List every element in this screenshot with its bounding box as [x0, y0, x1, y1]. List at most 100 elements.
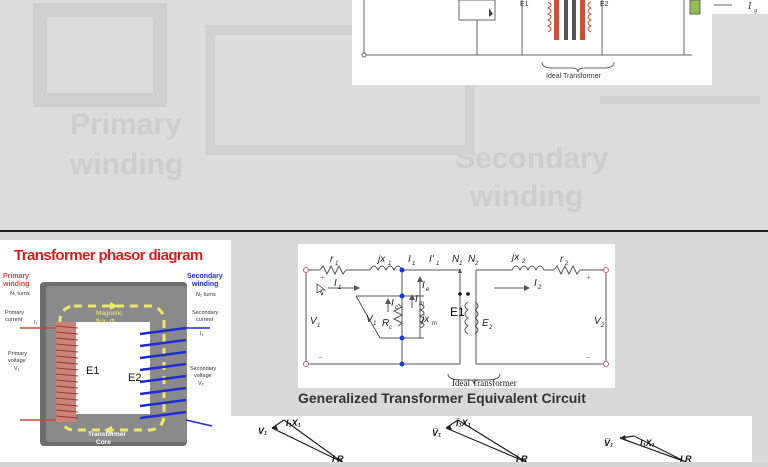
- primary-voltage-symbol: V₁: [14, 366, 20, 372]
- top-load-resistor: [689, 0, 701, 15]
- circuit-ideal-label: Ideal Transformer: [452, 378, 517, 388]
- svg-text:+: +: [320, 273, 325, 282]
- i2-sub: 2: [537, 285, 542, 291]
- phasor-diagram-svg: Transformer phasor diagram Magnetic flux…: [2, 247, 223, 446]
- im-sub: m: [419, 301, 424, 307]
- vector-v1-b: V̅₁: [432, 428, 441, 438]
- r2-sub: 2: [564, 261, 569, 267]
- vector-ix-a: I₁X₁: [286, 418, 301, 428]
- n2-sub: 2: [474, 261, 479, 267]
- rc-label: R: [382, 318, 389, 329]
- primary-turns-label: N₁ turns: [10, 291, 30, 297]
- top-core-coils: [546, 0, 593, 40]
- i1p-sub: 1: [436, 261, 439, 267]
- top-ig-sub: g: [754, 8, 757, 14]
- primary-winding-turns: [55, 325, 79, 419]
- rc-sub: c: [389, 325, 392, 331]
- top-current-label-box: I g: [712, 0, 768, 14]
- secondary-winding-label: winding: [191, 281, 218, 288]
- core-label: Transformer: [88, 431, 126, 438]
- vector-v1-c: V̅₁: [604, 438, 613, 448]
- svg-text:−: −: [318, 353, 323, 362]
- vector-ir-b: I R: [516, 454, 528, 462]
- jx2-label: jx: [510, 252, 520, 263]
- jx2-sub: 2: [521, 259, 526, 265]
- im-label: I: [415, 294, 418, 305]
- ic-label: I: [391, 298, 394, 309]
- primary-current-label: current: [5, 317, 23, 323]
- ghost-label: winding: [70, 148, 184, 181]
- ie-label: I: [422, 280, 425, 291]
- i2-label: I: [534, 278, 537, 289]
- phasor-e1-label: E1: [86, 365, 99, 377]
- jx2-inductor: [511, 265, 545, 272]
- secondary-winding: [139, 326, 187, 420]
- jx1-inductor: [369, 265, 403, 272]
- vector-diagrams-svg: V₁ I₁X₁ V̅₁ I̅₁X₁ V̅₁ I₁X₁ I R I R I R: [258, 418, 692, 464]
- i1-label: I: [408, 254, 411, 265]
- jxm-label: jx: [420, 314, 430, 325]
- i1-arrow-sub: 1: [338, 285, 341, 291]
- primary-current-label: Primary: [5, 310, 24, 316]
- secondary-voltage-label: Secondary: [190, 366, 217, 372]
- secondary-current-label: current: [196, 317, 214, 323]
- n1-label: N: [452, 254, 460, 265]
- primary-winding-label: Primary: [3, 273, 29, 280]
- primary-winding-label: winding: [2, 281, 29, 288]
- flux-label: flux, Φ: [96, 318, 115, 325]
- n1-sub: 1: [459, 261, 462, 267]
- top-ideal-label: Ideal Transformer: [546, 73, 602, 80]
- top-e1-label: E1: [520, 1, 529, 8]
- core-label: Core: [96, 439, 111, 446]
- top-e2-label: E2: [600, 1, 609, 8]
- i1-sub: 1: [412, 261, 415, 267]
- secondary-current-symbol: I₂: [200, 331, 204, 337]
- phasor-diagram-image: Transformer phasor diagram Magnetic flux…: [0, 240, 231, 462]
- top-circuit-svg: E1 E2 Ideal Transformer: [361, 0, 701, 80]
- circuit-e1-label: E1: [450, 305, 465, 319]
- jxm-sub: m: [432, 321, 437, 327]
- equivalent-circuit-image: + − + − r 1 jx 1 I 1 I' 1 N 1 N 2 jx 2 r…: [298, 244, 615, 388]
- v2-sub: 2: [600, 323, 605, 329]
- core-window: [76, 322, 150, 414]
- r2-label: r: [560, 254, 564, 265]
- top-ig-label: I: [747, 1, 752, 12]
- vector-ir-c: I R: [680, 454, 692, 462]
- ghost-shapes: [33, 3, 760, 155]
- ghost-label: Secondary: [455, 142, 609, 175]
- primary-voltage-label: voltage: [8, 358, 26, 364]
- n2-coil: [474, 301, 479, 335]
- e2-label: E: [482, 318, 489, 329]
- secondary-voltage-symbol: V₂: [198, 381, 204, 387]
- ie-sub: e: [426, 287, 430, 293]
- section-divider: [0, 230, 768, 232]
- secondary-voltage-label: voltage: [194, 373, 212, 379]
- flux-label: Magnetic: [96, 310, 123, 317]
- v2-label: V: [594, 316, 602, 327]
- jxm-inductor: [418, 303, 425, 329]
- secondary-current-label: Secondary: [192, 310, 219, 316]
- r2-resistor: [553, 264, 581, 276]
- n2-label: N: [468, 254, 476, 265]
- mouse-cursor-icon: [316, 283, 327, 296]
- secondary-winding-label: Secondary: [187, 273, 223, 280]
- i1-arrow-label: I: [334, 278, 337, 289]
- rc-resistor: [392, 303, 404, 327]
- ghost-label: winding: [470, 180, 584, 213]
- equivalent-circuit-svg: + − + − r 1 jx 1 I 1 I' 1 N 1 N 2 jx 2 r…: [303, 252, 609, 388]
- phasor-title: Transformer phasor diagram: [14, 247, 203, 264]
- jx1-sub: 1: [388, 261, 391, 267]
- v1-inner-sub: 1: [373, 321, 376, 327]
- top-circuit-image: E1 E2 Ideal Transformer: [352, 0, 712, 85]
- vector-v1-a: V₁: [258, 426, 267, 436]
- i1p-label: I': [429, 254, 435, 265]
- circuit-caption: Generalized Transformer Equivalent Circu…: [298, 390, 586, 406]
- ic-sub: c: [395, 305, 398, 311]
- primary-voltage-label: Primary: [8, 351, 27, 357]
- vector-ix-b: I̅₁X₁: [455, 418, 471, 428]
- ghost-label: Primary: [70, 108, 182, 141]
- r1-resistor: [319, 264, 347, 276]
- n1-coil: [464, 301, 469, 335]
- vector-ir-a: I R: [332, 454, 344, 462]
- r1-sub: 1: [335, 261, 338, 267]
